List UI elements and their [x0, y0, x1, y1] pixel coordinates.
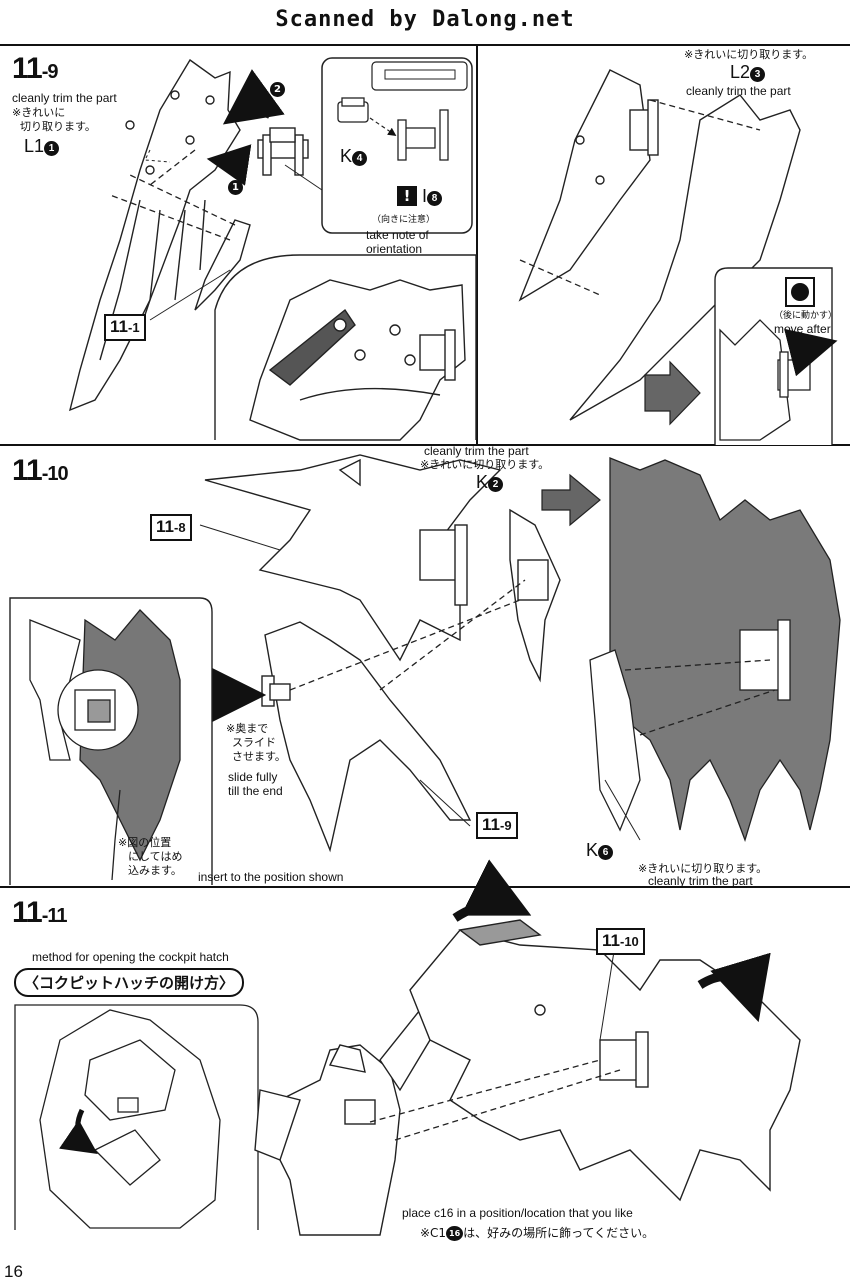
- ref-box-11-1-sub: -1: [127, 320, 140, 335]
- divider-top: [0, 44, 850, 46]
- position-jp-1: ※図の位置: [118, 836, 172, 849]
- ref-box-11-10: 11-10: [596, 928, 645, 955]
- transition-arrow-9: [644, 360, 701, 426]
- slide-jp-3: させます。: [232, 750, 286, 763]
- divider-step-9-vertical: [476, 46, 478, 444]
- ref-box-11-9-num: 11: [482, 815, 500, 834]
- arrow-1-number: 1: [228, 180, 243, 195]
- arrow-2-number: 2: [270, 82, 285, 97]
- arrow-1-badge: 1: [228, 176, 243, 195]
- part-k2-code: K: [476, 472, 489, 492]
- warning-icon: !: [397, 186, 417, 206]
- slide-inset-wing: [29, 609, 181, 881]
- ref-box-11-9-sub: -9: [499, 818, 512, 833]
- ref-box-11-8-sub: -8: [173, 520, 186, 535]
- part-k4-code: K: [340, 146, 353, 166]
- step-number: 11: [12, 896, 43, 929]
- mobile-suit-body: [254, 1008, 431, 1236]
- move-after-en: move after: [774, 322, 831, 336]
- step-11-9-title: 11-9: [12, 52, 59, 86]
- step-11-11-title: 11-11: [12, 896, 68, 930]
- place-c16-code: ※C1: [420, 1226, 447, 1240]
- arrow-2-badge: 2: [270, 78, 285, 97]
- ref-box-11-1-num: 11: [110, 317, 128, 336]
- hatch-method-jp: 〈コクピットハッチの開け方〉: [14, 968, 245, 997]
- part-l1-number: 1: [44, 141, 60, 156]
- divider-step-11: [0, 886, 850, 888]
- wing-blade-part: [194, 219, 251, 311]
- position-jp-3: 込みます。: [128, 864, 182, 877]
- page-number: 16: [4, 1262, 23, 1281]
- part-l2-number: 3: [750, 67, 766, 82]
- slide-jp-2: スライド: [232, 736, 276, 749]
- trim-jp-left-1: ※きれいに: [12, 106, 66, 119]
- wing-blade-11-9: [261, 621, 472, 853]
- place-c16-number: 16: [446, 1226, 464, 1241]
- k4-part: [337, 97, 369, 123]
- divider-step-10: [0, 444, 850, 446]
- slide-en-2: till the end: [228, 784, 283, 798]
- ref-box-11-10-num: 11: [602, 931, 620, 950]
- part-k6-code: K: [586, 840, 599, 860]
- i8-part: [397, 109, 449, 161]
- ref-box-11-9: 11-9: [476, 812, 518, 839]
- orientation-jp: （向きに注意）: [372, 215, 436, 225]
- place-c16-text: は、好みの場所に飾ってください。: [463, 1226, 655, 1240]
- ref-box-11-1: 11-1: [104, 314, 146, 341]
- step-number: 11: [12, 52, 43, 85]
- part-i8-number: 8: [427, 191, 443, 206]
- wing-assembly-11-10: [409, 919, 801, 1202]
- part-l2-code: L2: [730, 62, 751, 82]
- joint-block-part: [257, 127, 309, 176]
- transition-arrow-10: [541, 473, 601, 527]
- orientation-en-2: orientation: [366, 242, 423, 256]
- part-k6-number: 6: [598, 845, 614, 860]
- ref-box-11-8: 11-8: [150, 514, 192, 541]
- orientation-en-1: take note of: [366, 228, 429, 242]
- detail-wing-zoom: [249, 279, 466, 441]
- step-sub-number: -9: [41, 61, 59, 83]
- position-en: insert to the position shown: [198, 870, 344, 884]
- part-i8-code: I: [422, 186, 428, 206]
- move-after-jp: （後に動かす）: [774, 311, 838, 321]
- hatch-method-en: method for opening the cockpit hatch: [32, 950, 229, 964]
- step-number: 11: [12, 454, 43, 487]
- ref-box-11-10-sub: -10: [619, 934, 639, 949]
- slide-en-1: slide fully: [228, 770, 278, 784]
- slide-jp-1: ※奥まで: [226, 722, 269, 735]
- part-k4-number: 4: [352, 151, 368, 166]
- hatch-inset: [14, 1004, 259, 1230]
- part-k2-number: 2: [488, 477, 504, 492]
- part-l1-code: L1: [24, 136, 45, 156]
- trim-jp-k2: ※きれいに切り取ります。: [420, 458, 550, 471]
- trim-jp-k6: ※きれいに切り取ります。: [638, 862, 768, 875]
- trim-en-k2: cleanly trim the part: [424, 444, 529, 458]
- trim-en-k6: cleanly trim the part: [648, 874, 753, 888]
- trim-en-left: cleanly trim the part: [12, 91, 117, 105]
- wing-assembly-11-8: [204, 454, 502, 662]
- wing-complete-shaded: [589, 457, 841, 843]
- place-c16-en: place c16 in a position/location that yo…: [402, 1206, 633, 1220]
- step-sub-number: -11: [41, 905, 68, 927]
- k2-part: [509, 508, 561, 683]
- trim-jp-right: ※きれいに切り取ります。: [684, 48, 814, 61]
- ref-box-11-8-num: 11: [156, 517, 174, 536]
- step-sub-number: -10: [41, 463, 69, 485]
- trim-jp-left-2: 切り取ります。: [20, 120, 96, 133]
- position-jp-2: にしてはめ: [128, 850, 183, 863]
- trim-en-right: cleanly trim the part: [686, 84, 791, 98]
- scanner-banner: Scanned by Dalong.net: [275, 7, 575, 32]
- step-11-10-title: 11-10: [12, 454, 69, 488]
